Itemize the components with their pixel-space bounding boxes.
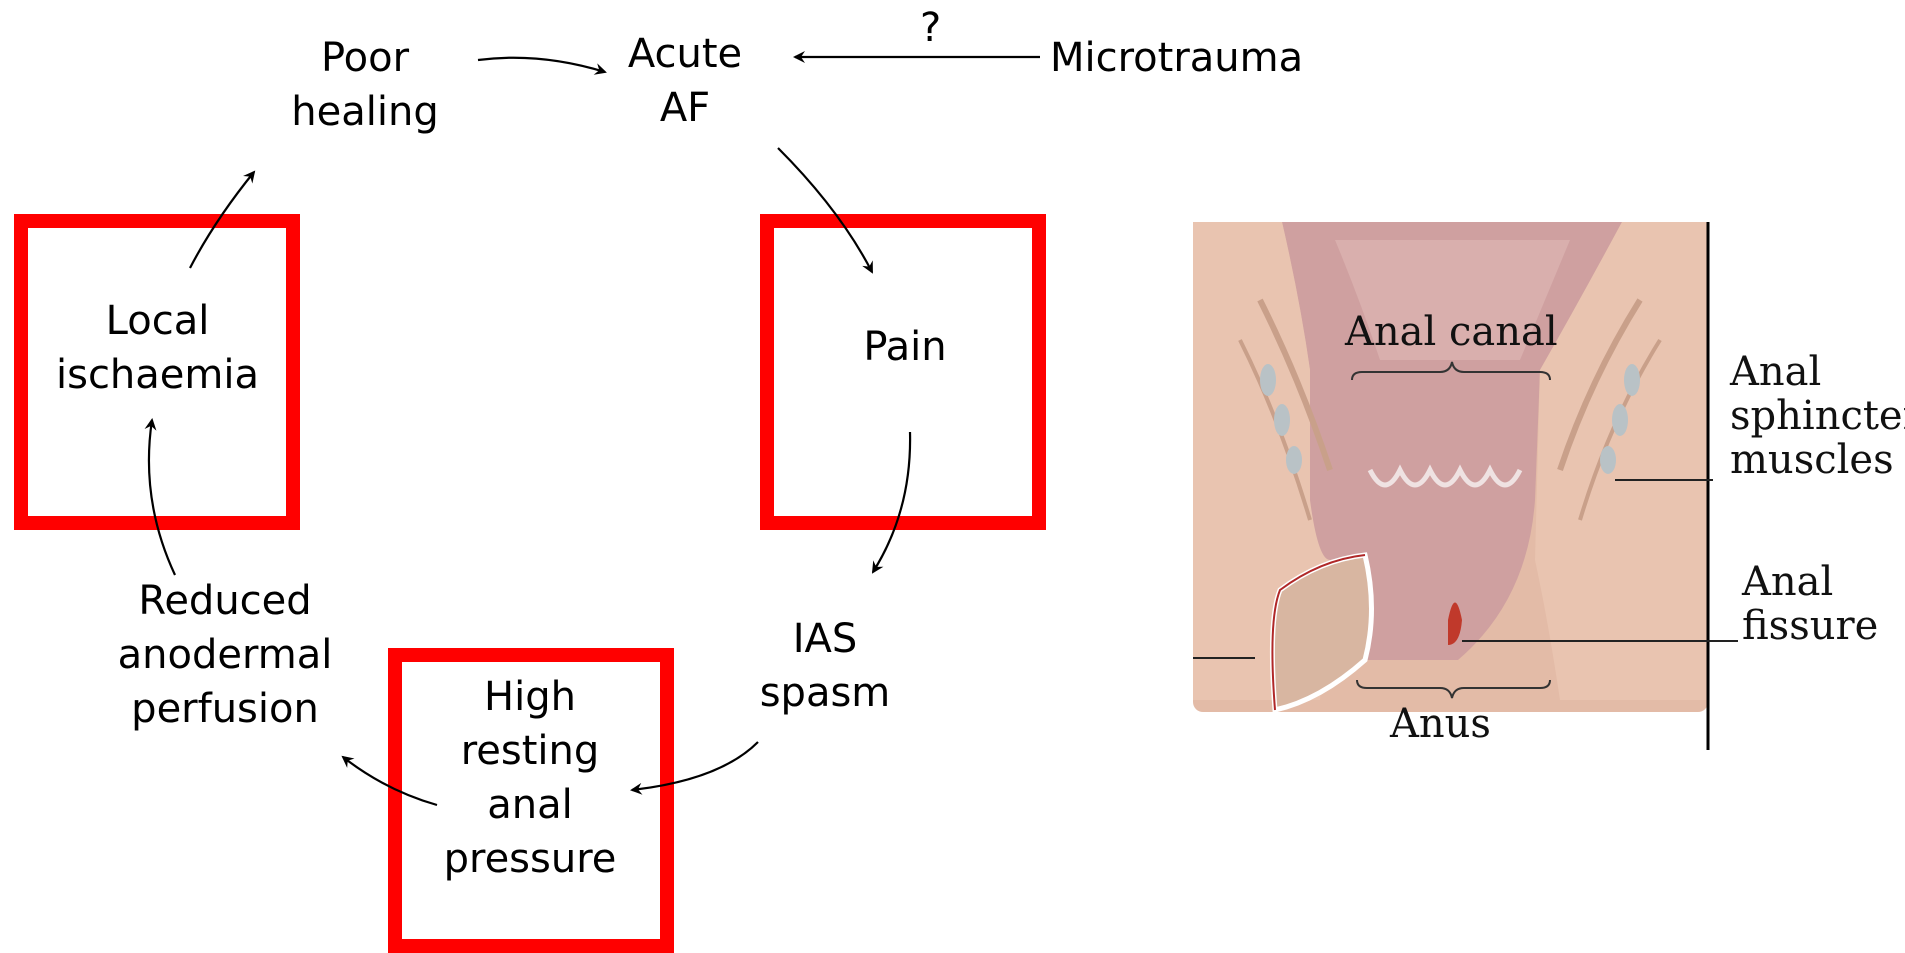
node-poor-healing: Poor healing (270, 31, 460, 139)
label-fissure-line-2: fissure (1742, 604, 1878, 648)
node-reduced-anodermal-perfusion: Reduced anodermal perfusion (100, 574, 350, 736)
label-anal-sphincter-muscles: Anal sphincter muscles (1730, 350, 1905, 482)
node-ischaemia-line-1: Local (40, 294, 275, 348)
arrow-pressure-to-reduced-perfusion (343, 757, 437, 805)
label-sphincter-line-1: Anal (1730, 350, 1905, 394)
node-local-ischaemia: Local ischaemia (40, 294, 275, 402)
node-pressure-line-3: anal (430, 778, 630, 832)
node-ischaemia-line-2: ischaemia (40, 348, 275, 402)
node-pain: Pain (810, 320, 1000, 374)
label-fissure-line-1: Anal (1742, 560, 1878, 604)
node-ias-spasm-line-2: spasm (740, 666, 910, 720)
label-sphincter-line-3: muscles (1730, 438, 1905, 482)
anal-anatomy-illustration (1193, 222, 1738, 750)
node-acute-af-line-1: Acute (600, 27, 770, 81)
question-mark-label: ? (920, 5, 941, 51)
node-microtrauma: Microtrauma (1050, 31, 1320, 85)
node-pressure-line-2: resting (430, 724, 630, 778)
arrow-pain-to-ias-spasm (873, 432, 910, 572)
node-high-resting-anal-pressure: High resting anal pressure (430, 670, 630, 886)
node-perfusion-line-2: anodermal (100, 628, 350, 682)
node-pressure-line-4: pressure (430, 832, 630, 886)
node-perfusion-line-1: Reduced (100, 574, 350, 628)
arrow-poor-healing-to-acute-af (478, 58, 605, 72)
arrow-reduced-perfusion-to-ischaemia (149, 420, 175, 575)
node-ias-spasm: IAS spasm (740, 612, 910, 720)
label-anus: Anus (1390, 702, 1491, 746)
arrow-ischaemia-to-poor-healing (190, 172, 254, 268)
node-microtrauma-label: Microtrauma (1050, 31, 1320, 85)
node-poor-healing-line-2: healing (270, 85, 460, 139)
node-perfusion-line-3: perfusion (100, 682, 350, 736)
arrow-ias-spasm-to-pressure (632, 742, 758, 790)
label-sphincter-line-2: sphincter (1730, 394, 1905, 438)
node-poor-healing-line-1: Poor (270, 31, 460, 85)
label-anal-fissure: Anal fissure (1742, 560, 1878, 648)
label-anal-canal: Anal canal (1345, 310, 1558, 354)
node-ias-spasm-line-1: IAS (740, 612, 910, 666)
node-acute-af: Acute AF (600, 27, 770, 135)
node-acute-af-line-2: AF (600, 81, 770, 135)
arrow-acute-af-to-pain (778, 148, 872, 272)
node-pressure-line-1: High (430, 670, 630, 724)
node-pain-label: Pain (810, 320, 1000, 374)
